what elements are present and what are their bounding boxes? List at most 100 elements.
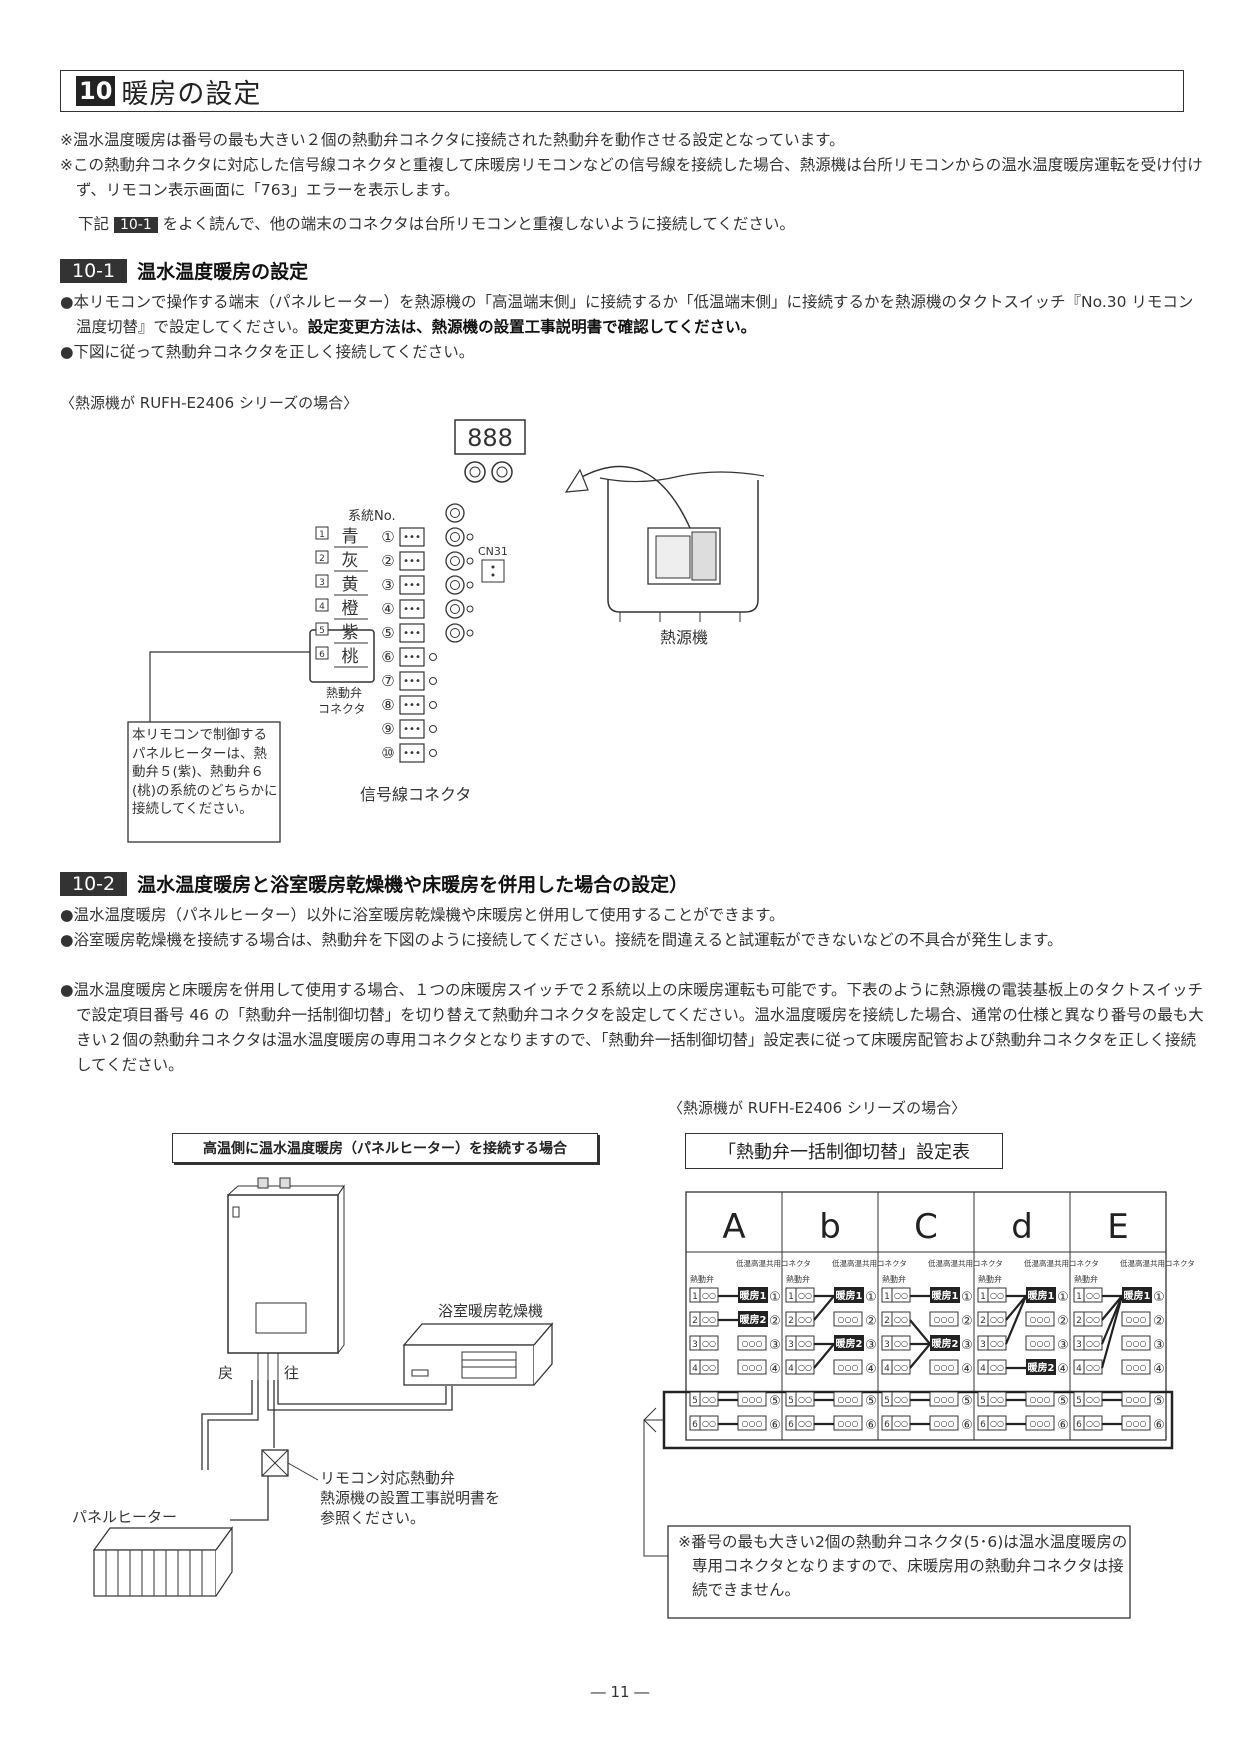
svg-text:○○: ○○	[702, 1291, 716, 1300]
bullet-1-bold: 設定変更方法は、熱源機の設置工事説明書で確認してください。	[307, 318, 757, 336]
callout-box	[127, 721, 281, 843]
valve-connector-9	[399, 719, 425, 739]
svg-text:•••: •••	[403, 580, 421, 591]
svg-text:①: ①	[961, 1290, 973, 1305]
system-square-1	[315, 526, 329, 540]
svg-text:②: ②	[865, 1314, 877, 1329]
svg-text:○○: ○○	[990, 1363, 1004, 1372]
svg-text:5: 5	[980, 1396, 986, 1406]
svg-text:○○: ○○	[1086, 1395, 1100, 1404]
svg-text:④: ④	[1153, 1362, 1165, 1377]
svg-text:○○○: ○○○	[1126, 1339, 1147, 1348]
system-square-5	[315, 622, 329, 636]
svg-text:3: 3	[980, 1340, 986, 1350]
system-no-label: 系統No.	[348, 509, 396, 524]
svg-text:○○: ○○	[798, 1419, 812, 1428]
svg-text:②: ②	[961, 1314, 973, 1329]
valve-number-6: ⑥	[381, 648, 394, 666]
valve-number-4: ④	[381, 600, 394, 618]
svg-text:暖房1: 暖房1	[740, 1289, 767, 1302]
svg-text:○○○: ○○○	[934, 1315, 955, 1324]
svg-text:⑤: ⑤	[961, 1394, 973, 1409]
svg-text:②: ②	[1153, 1314, 1165, 1329]
valve-connector-4	[399, 599, 425, 619]
svg-text:○○: ○○	[798, 1363, 812, 1372]
cn31-label: CN31	[478, 545, 508, 558]
svg-text:○○: ○○	[702, 1363, 716, 1372]
system-no-4: 4	[319, 602, 325, 612]
col-connector-C: 低温高温共用コネクタ	[928, 1258, 1003, 1268]
color-label-6: 桃	[342, 647, 359, 667]
svg-text:○○: ○○	[798, 1395, 812, 1404]
svg-text:○○○: ○○○	[1126, 1419, 1147, 1428]
svg-text:○○○: ○○○	[838, 1315, 859, 1324]
supply-label: 往	[284, 1364, 299, 1382]
valve-connector-6	[399, 647, 425, 667]
svg-text:6: 6	[980, 1420, 986, 1430]
svg-text:○○○: ○○○	[934, 1419, 955, 1428]
diagram-1-caption: 〈熱源機が RUFH-E2406 シリーズの場合〉	[60, 394, 359, 412]
valve-number-7: ⑦	[381, 672, 394, 690]
svg-text:○○○: ○○○	[838, 1395, 859, 1404]
svg-text:④: ④	[1057, 1362, 1069, 1377]
table-note: ※番号の最も大きい2個の熱動弁コネクタ(5･6)は温水温度暖房の専用コネクタとな…	[678, 1533, 1128, 1599]
svg-text:○○: ○○	[990, 1315, 1004, 1324]
svg-text:1: 1	[692, 1292, 698, 1302]
svg-text:○○○: ○○○	[742, 1339, 763, 1348]
svg-text:①: ①	[865, 1290, 877, 1305]
intro-note-1: ※温水温度暖房は番号の最も大きい２個の熱動弁コネクタに接続された熱動弁を動作させ…	[60, 131, 845, 149]
heat-tag-b-1	[834, 1287, 864, 1303]
col-valve-E: 熱動弁	[1074, 1274, 1098, 1284]
valve-connector-label-2: コネクタ	[318, 702, 366, 716]
col-valve-d: 熱動弁	[978, 1274, 1002, 1284]
svg-text:暖房2: 暖房2	[1028, 1361, 1055, 1374]
svg-text:⑤: ⑤	[769, 1394, 781, 1409]
svg-text:6: 6	[1076, 1420, 1082, 1430]
svg-text:④: ④	[769, 1362, 781, 1377]
led-display	[454, 419, 526, 455]
heat-tag-b-3	[834, 1335, 864, 1351]
svg-text:○○○: ○○○	[742, 1419, 763, 1428]
svg-text:2: 2	[884, 1316, 890, 1326]
valve-connector-7	[399, 671, 425, 691]
svg-text:⑥: ⑥	[769, 1418, 781, 1433]
svg-text:○○○: ○○○	[934, 1395, 955, 1404]
svg-text:○○: ○○	[990, 1419, 1004, 1428]
svg-text:○○: ○○	[1086, 1363, 1100, 1372]
svg-text:④: ④	[961, 1362, 973, 1377]
valve-connector-label-1: 熱動弁	[326, 685, 362, 700]
valve-number-9: ⑨	[381, 720, 394, 738]
system-no-6: 6	[319, 650, 325, 660]
svg-text:暖房2: 暖房2	[932, 1337, 959, 1350]
svg-text:①: ①	[1057, 1290, 1069, 1305]
heat-source-label: 熱源機	[660, 628, 708, 647]
diagram-2-caption: 〈熱源機が RUFH-E2406 シリーズの場合〉	[668, 1099, 967, 1117]
intro-note-2: ※この熱動弁コネクタに対応した信号線コネクタと重複して床暖房リモコンなどの信号線…	[60, 156, 1203, 199]
svg-text:④: ④	[865, 1362, 877, 1377]
col-connector-E: 低温高温共用コネクタ	[1120, 1258, 1195, 1268]
svg-text:○○: ○○	[1086, 1419, 1100, 1428]
svg-text:○○: ○○	[798, 1291, 812, 1300]
svg-text:○○○: ○○○	[1030, 1339, 1051, 1348]
mode-A: A	[722, 1207, 745, 1247]
svg-text:③: ③	[769, 1338, 781, 1353]
svg-text:2: 2	[692, 1316, 698, 1326]
svg-text:⑥: ⑥	[1057, 1418, 1069, 1433]
left-diagram-title: 高温側に温水温度暖房（パネルヒーター）を接続する場合	[172, 1133, 598, 1163]
valve-connector-10	[399, 743, 425, 763]
svg-text:○○: ○○	[702, 1315, 716, 1324]
heat-tag-d-1	[1026, 1287, 1056, 1303]
svg-text:⑥: ⑥	[1153, 1418, 1165, 1433]
svg-text:•••: •••	[403, 532, 421, 543]
valve-number-1: ①	[381, 528, 394, 546]
svg-text:⑥: ⑥	[865, 1418, 877, 1433]
svg-text:○○: ○○	[798, 1315, 812, 1324]
svg-text:•••: •••	[403, 652, 421, 663]
valve-note: リモコン対応熱動弁 熱源機の設置工事説明書を 参照ください。	[320, 1469, 501, 1527]
svg-text:6: 6	[884, 1420, 890, 1430]
svg-text:•••: •••	[403, 556, 421, 567]
col-connector-A: 低温高温共用コネクタ	[736, 1258, 811, 1268]
svg-text:○○○: ○○○	[742, 1363, 763, 1372]
intro-note-3-pre: 下記	[78, 215, 110, 233]
